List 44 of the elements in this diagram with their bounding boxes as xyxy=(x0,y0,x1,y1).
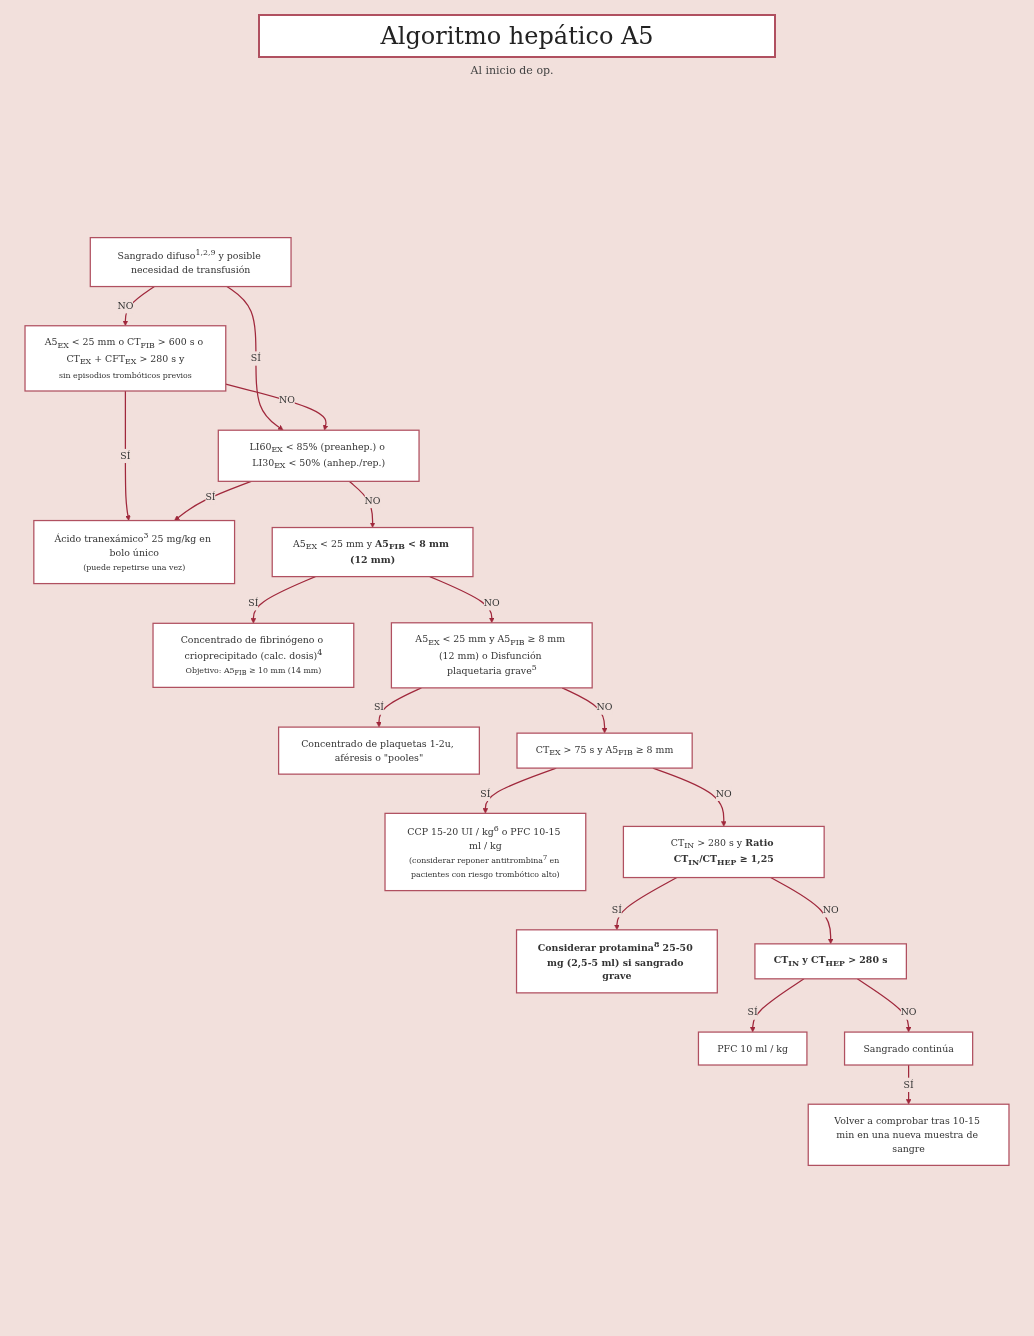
edge-label: SÍ xyxy=(903,1078,914,1091)
arrow xyxy=(856,978,912,1033)
title: Algoritmo hepático A5 xyxy=(258,14,776,58)
edge-label: SÍ xyxy=(248,597,259,609)
arrow xyxy=(124,390,131,521)
node-box: Volver a comprobar tras 10-15 min en una nueva muestra de sangre xyxy=(807,1103,1010,1166)
edge-label: NO xyxy=(822,904,839,916)
node-box: A5$_{EX}$ < 25 mm y A5$_{FIB}$ < 8 mm (12 mm) xyxy=(271,526,474,578)
edge-label: SÍ xyxy=(373,701,385,713)
arrow xyxy=(614,876,678,931)
arrow xyxy=(226,285,284,431)
node-box: PFC 10 ml / kg xyxy=(697,1031,808,1066)
node-box: CT$_{EX}$ > 75 s y A5$_{FIB}$ ≥ 8 mm xyxy=(516,732,693,769)
node-box: LI60$_{EX}$ < 85% (preanhep.) o LI30$_{EX}$ < 50% (anhep./rep.) xyxy=(217,429,420,482)
node-box: CT$_{IN}$ > 280 s y Ratio CT$_{IN}$/CT$_{HEP}$ ≥ 1,25 xyxy=(622,825,825,879)
edge-label: SÍ xyxy=(480,787,491,800)
arrow xyxy=(749,978,805,1033)
node-box: Considerar protamina$^{8}$ 25-50 mg (2,5-5 ml) si sangrado grave xyxy=(515,929,718,994)
node-box: CT$_{IN}$ y CT$_{HEP}$ > 280 s xyxy=(754,943,907,980)
edge-label: NO xyxy=(596,701,613,713)
edge-label: NO xyxy=(483,597,500,609)
edge-label: SÍ xyxy=(120,449,131,462)
node-box: A5$_{EX}$ < 25 mm y A5$_{FIB}$ ≥ 8 mm (12 mm) o Disfunción plaquetaria grave$^{5}$ xyxy=(390,622,593,689)
edge-label: NO xyxy=(117,300,134,312)
edge-label: NO xyxy=(715,787,732,800)
node-box: Sangrado continúa xyxy=(843,1031,974,1066)
node-box: Concentrado de plaquetas 1-2u, aféresis o "pooles" xyxy=(278,726,480,775)
arrow xyxy=(225,383,329,431)
edge-label: SÍ xyxy=(250,352,262,364)
node-box: Sangrado difuso$^{1,2,9}$ y posible necesidad de transfusión xyxy=(89,237,292,288)
edge-label: NO xyxy=(279,394,296,406)
arrow xyxy=(376,687,422,728)
edge-label: NO xyxy=(364,495,381,507)
edge-label: SÍ xyxy=(747,1006,758,1018)
arrow xyxy=(770,876,834,945)
edge-label: SÍ xyxy=(611,904,622,916)
arrow xyxy=(122,285,156,326)
arrow xyxy=(250,576,316,624)
arrow xyxy=(174,480,252,521)
arrow xyxy=(561,687,608,734)
edge-label: SÍ xyxy=(205,490,216,503)
arrow xyxy=(429,576,495,624)
note-text: Al inicio de op. xyxy=(470,64,554,77)
edge-label: NO xyxy=(900,1006,917,1018)
